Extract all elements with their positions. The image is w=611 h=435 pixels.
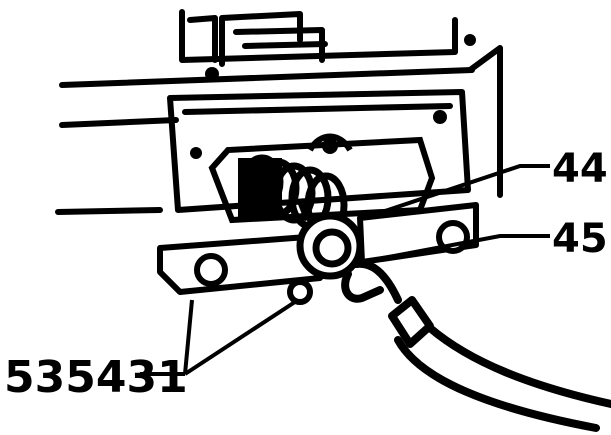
circlip-pliers (341, 259, 611, 432)
plate-bolts (194, 220, 470, 305)
shaft-end (296, 198, 364, 280)
callout-45: 45 (552, 216, 608, 262)
callout-44: 44 (552, 146, 608, 192)
worm-spring (208, 133, 436, 238)
callout-535431: 535431 (4, 352, 188, 403)
leader-lines (140, 164, 550, 376)
housing-casting (55, 9, 503, 215)
cover-bolt-holes (190, 34, 476, 159)
